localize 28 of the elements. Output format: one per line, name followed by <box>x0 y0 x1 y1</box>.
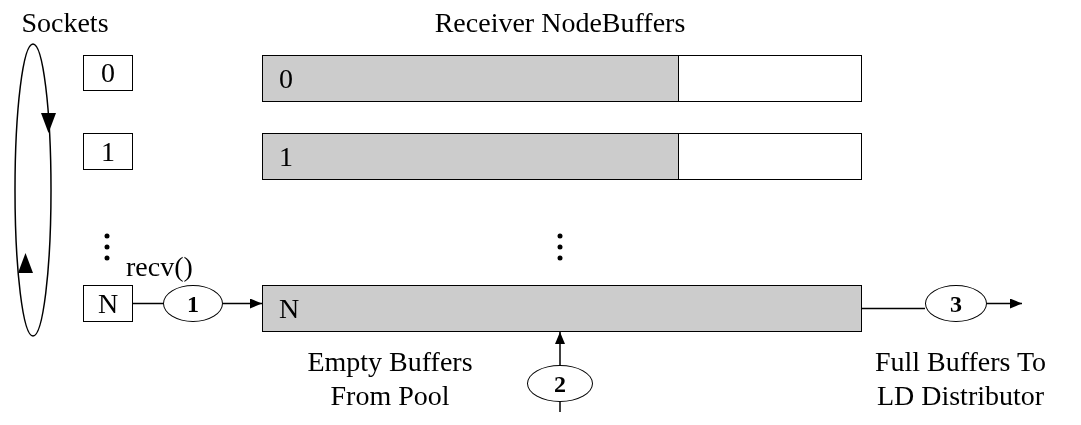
node-label: 1 <box>278 142 293 171</box>
arrow <box>222 298 263 309</box>
node-label: 2 <box>554 371 566 396</box>
node-label: N <box>97 289 119 318</box>
node-label: 0 <box>101 59 115 87</box>
step-ellipse <box>163 285 223 322</box>
step-ellipse <box>925 285 987 322</box>
socket-box <box>83 285 133 322</box>
buffer-bar <box>262 285 862 332</box>
socket-box <box>83 133 133 170</box>
column-heading: Sockets <box>20 6 110 40</box>
caption: Empty Buffers From Pool <box>306 345 474 413</box>
node-label: 3 <box>950 291 962 316</box>
step-label: Full Buffers To LD Distributor <box>873 345 1048 413</box>
node-label: N <box>278 294 300 323</box>
socket-box <box>83 55 133 91</box>
buffer-bar <box>262 55 862 102</box>
column-heading: Receiver NodeBuffers <box>433 6 687 40</box>
node-label: 1 <box>101 137 115 166</box>
connector-line <box>861 307 926 310</box>
arrow <box>555 331 565 366</box>
connector-line <box>132 302 164 305</box>
buffer-bar <box>262 133 862 180</box>
node-label: 0 <box>278 64 293 93</box>
step-label: recv() <box>126 250 194 284</box>
connector-line <box>559 401 561 413</box>
node-label: 1 <box>187 291 199 316</box>
arrow <box>986 298 1023 309</box>
